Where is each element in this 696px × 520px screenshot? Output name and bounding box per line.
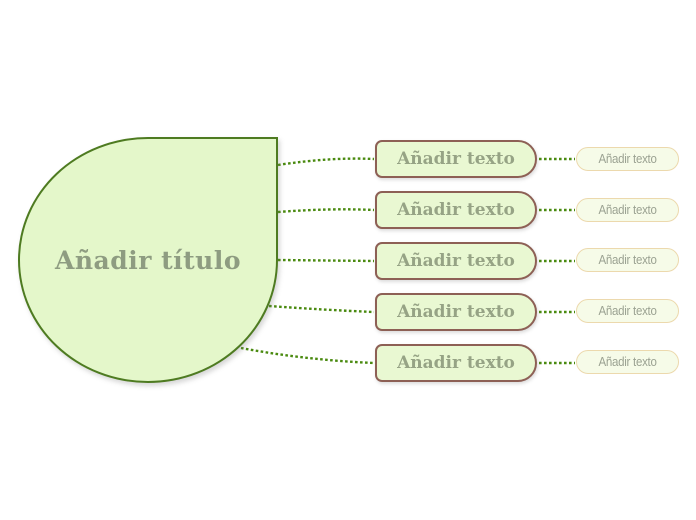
main-topic-node-5[interactable]: Añadir texto — [375, 344, 537, 382]
main-topic-node-3[interactable]: Añadir texto — [375, 242, 537, 280]
connector-central-topic-3 — [277, 258, 375, 263]
connector-central-topic-2 — [277, 208, 375, 214]
main-topic-node-1[interactable]: Añadir texto — [375, 140, 537, 178]
subtopic-label: Añadir texto — [598, 152, 657, 166]
central-topic-node[interactable]: Añadir título — [18, 137, 278, 383]
connector-central-topic-4 — [268, 304, 375, 314]
main-topic-node-2[interactable]: Añadir texto — [375, 191, 537, 229]
main-topic-label: Añadir texto — [397, 353, 515, 373]
subtopic-label: Añadir texto — [598, 203, 657, 217]
subtopic-node-2[interactable]: Añadir texto — [576, 198, 679, 222]
subtopic-node-4[interactable]: Añadir texto — [576, 299, 679, 323]
subtopic-label: Añadir texto — [598, 304, 657, 318]
main-topic-node-4[interactable]: Añadir texto — [375, 293, 537, 331]
subtopic-label: Añadir texto — [598, 253, 657, 267]
central-topic-label: Añadir título — [54, 245, 242, 275]
main-topic-label: Añadir texto — [397, 251, 515, 271]
main-topic-label: Añadir texto — [397, 302, 515, 322]
subtopic-label: Añadir texto — [598, 355, 657, 369]
connector-central-topic-1 — [277, 157, 375, 167]
subtopic-node-1[interactable]: Añadir texto — [576, 147, 679, 171]
subtopic-node-5[interactable]: Añadir texto — [576, 350, 679, 374]
connector-central-topic-5 — [240, 346, 375, 365]
subtopic-node-3[interactable]: Añadir texto — [576, 248, 679, 272]
main-topic-label: Añadir texto — [397, 200, 515, 220]
main-topic-label: Añadir texto — [397, 149, 515, 169]
